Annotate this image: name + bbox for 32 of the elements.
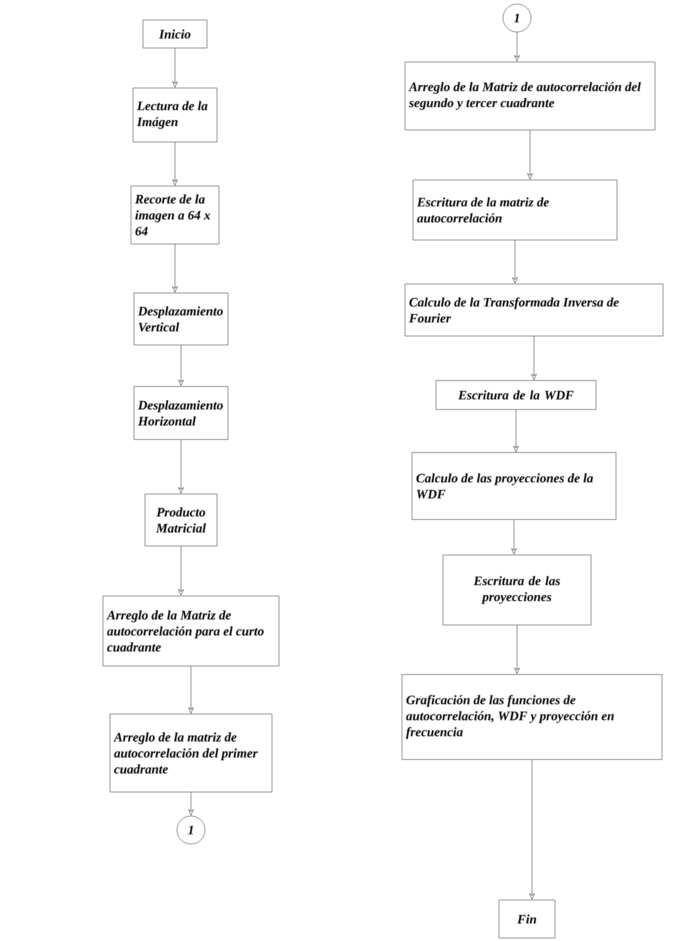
arrow (178, 546, 184, 596)
process-box: Escritura de la WDF (436, 380, 596, 410)
process-box: Arreglo de la Matriz de autocorrelación del segundo y tercer cuadrante (404, 62, 656, 130)
process-box: Calculo de las proyecciones de la WDF (412, 452, 616, 520)
process-box: Graficación de las funciones de autocorrelación, WDF y proyección en frecuencia (402, 674, 662, 760)
arrow (511, 520, 517, 554)
process-box: Calculo de la Transformada Inversa de Fourier (404, 284, 664, 336)
arrow (514, 32, 520, 62)
arrow (529, 760, 535, 900)
arrow (513, 410, 519, 452)
process-box: Arreglo de la matriz de autocorrelación del primer cuadrante (110, 714, 272, 792)
process-box: Producto Matricial (144, 494, 218, 546)
process-box: Recorte de la imagen a 64 x 64 (130, 186, 220, 244)
terminal-box: Fin (498, 900, 556, 938)
arrow (188, 666, 194, 714)
arrow (172, 48, 178, 88)
process-box: Desplazamiento Horizontal (134, 386, 228, 440)
process-box: Arreglo de la Matriz de autocorrelación para el curto cuadrante (102, 596, 280, 666)
arrow (172, 142, 178, 186)
arrow (188, 792, 194, 816)
arrow (531, 336, 537, 380)
arrow (178, 345, 184, 386)
process-box: Escritura de las proyecciones (442, 554, 592, 626)
terminal-box: Inicio (142, 20, 208, 48)
arrow (178, 440, 184, 494)
arrow (514, 625, 520, 674)
arrow (172, 244, 178, 292)
process-box: Lectura de la Imágen (132, 88, 218, 142)
process-box: Escritura de la matriz de autocorrelación (412, 180, 618, 240)
arrow (527, 130, 533, 180)
process-box: Desplazamiento Vertical (134, 292, 228, 346)
arrow (512, 240, 518, 284)
